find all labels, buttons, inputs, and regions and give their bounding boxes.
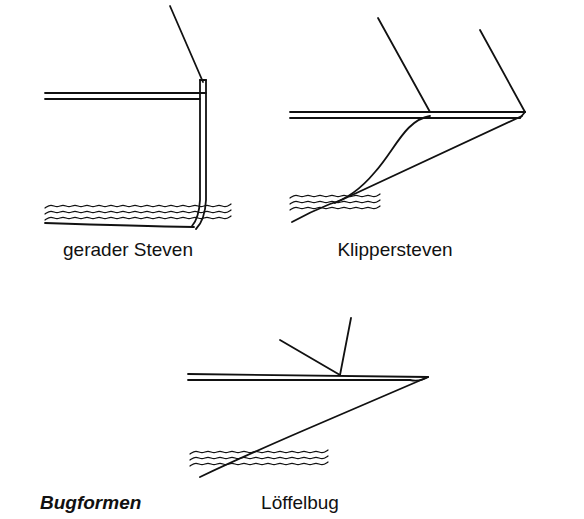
- bow-form-label: gerader Steven: [63, 240, 193, 261]
- figure-caption: Bugformen: [40, 493, 141, 514]
- wave-line: [45, 204, 231, 208]
- wave-line: [190, 450, 328, 454]
- clipper-stem-bow: [290, 18, 525, 222]
- wave-line: [190, 462, 328, 466]
- straight-stem-bow: [45, 6, 206, 229]
- wave-line: [45, 210, 231, 214]
- wave-line: [190, 456, 328, 460]
- bow-form-label: Klippersteven: [337, 240, 452, 261]
- wave-line: [290, 200, 380, 204]
- spoon-bow: [188, 318, 428, 477]
- wave-line: [45, 216, 231, 220]
- waterline-waves: [45, 194, 380, 466]
- bow-form-label: Löffelbug: [261, 493, 339, 514]
- wave-line: [290, 206, 380, 210]
- wave-line: [290, 194, 380, 198]
